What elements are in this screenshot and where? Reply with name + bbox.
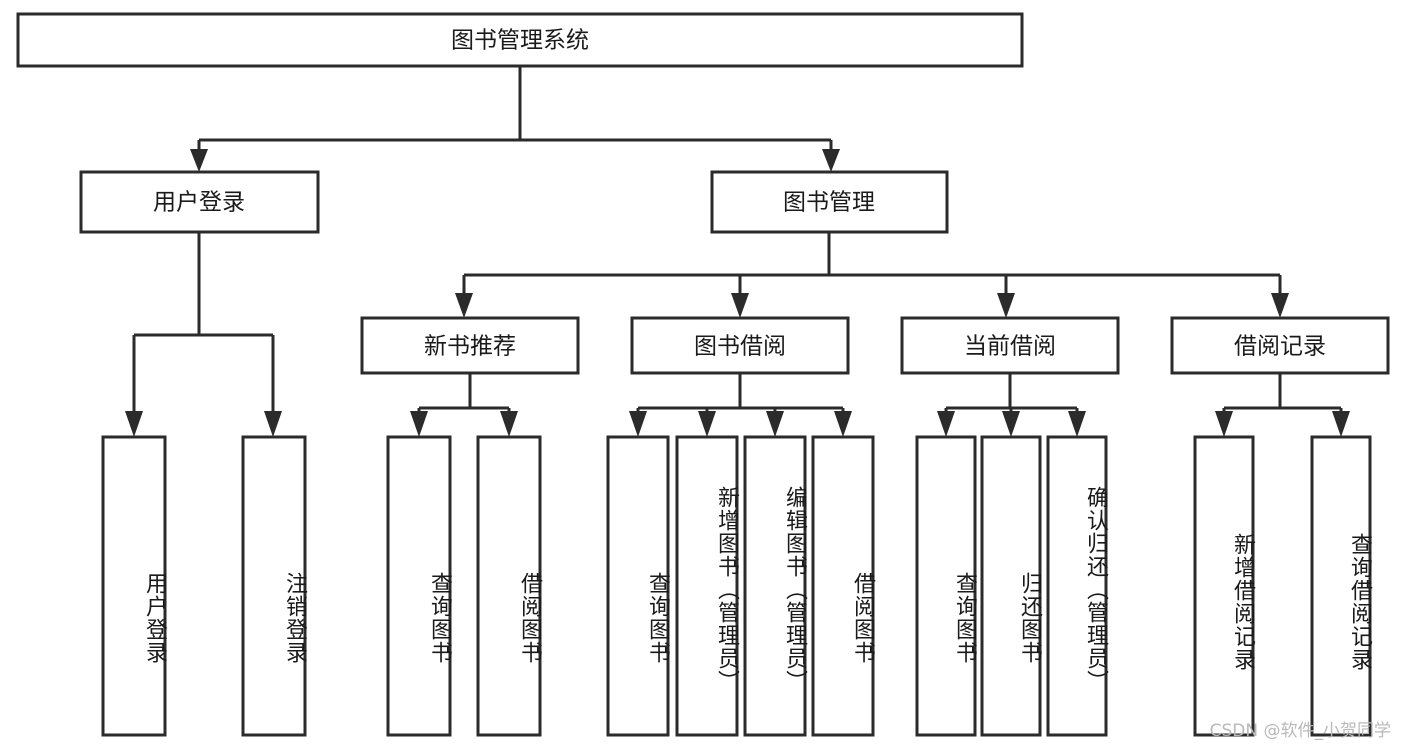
arrow-head-book-borrow xyxy=(731,293,749,318)
arrow-head-leaf-borrow-book-nbr xyxy=(500,411,518,437)
node-root-label: 图书管理系统 xyxy=(451,28,589,54)
arrow-head-new-book-recommend xyxy=(455,293,473,318)
node-new-book-recommend-rect[interactable] xyxy=(360,316,580,375)
node-root-rect[interactable] xyxy=(16,12,1024,68)
node-leaf-borrow-book-bb-rect[interactable] xyxy=(811,435,875,737)
arrow-head-leaf-query-book-bb xyxy=(629,411,647,437)
leaf-rects xyxy=(101,435,1372,737)
arrow-head-leaf-query-record xyxy=(1332,411,1350,437)
arrow-head-leaf-query-book-nbr xyxy=(410,411,428,437)
arrow-head-leaf-edit-book xyxy=(766,411,784,437)
node-leaf-edit-book-rect[interactable] xyxy=(743,435,807,737)
connector-group-current-borrow xyxy=(937,373,1086,437)
arrow-head-leaf-query-book-cb xyxy=(937,411,955,437)
node-borrow-record-label: 借阅记录 xyxy=(1234,334,1326,360)
arrow-head-borrow-record xyxy=(1271,293,1289,318)
node-borrow-record[interactable]: 借阅记录 xyxy=(1170,316,1390,375)
node-leaf-query-book-cb-rect[interactable] xyxy=(915,435,977,737)
connector-group-book-borrow xyxy=(629,373,852,437)
node-current-borrow[interactable]: 当前借阅 xyxy=(900,316,1120,375)
node-leaf-add-record-rect[interactable] xyxy=(1193,435,1255,737)
node-root[interactable]: 图书管理系统 xyxy=(16,12,1024,68)
connector-group-root xyxy=(190,66,840,172)
arrow-head-leaf-logout xyxy=(264,411,282,437)
node-new-book-recommend-label: 新书推荐 xyxy=(424,334,516,360)
node-current-borrow-rect[interactable] xyxy=(900,316,1120,375)
node-book-manage[interactable]: 图书管理 xyxy=(710,170,949,234)
node-leaf-return-book-rect[interactable] xyxy=(980,435,1042,737)
connector-group-book-manage xyxy=(455,232,1289,318)
node-user-login-rect[interactable] xyxy=(79,170,320,234)
node-current-borrow-label: 当前借阅 xyxy=(964,334,1056,360)
node-leaf-user-login-rect[interactable] xyxy=(101,435,167,737)
node-leaf-confirm-return-rect[interactable] xyxy=(1046,435,1108,737)
arrow-head-leaf-user-login xyxy=(125,411,143,437)
arrow-head-book-manage xyxy=(822,149,840,172)
arrow-head-user-login xyxy=(190,149,208,172)
connector-group-borrow-record xyxy=(1215,373,1350,437)
arrow-head-current-borrow xyxy=(997,293,1015,318)
node-leaf-query-book-nbr-rect[interactable] xyxy=(386,435,452,737)
node-borrow-record-rect[interactable] xyxy=(1170,316,1390,375)
node-new-book-recommend[interactable]: 新书推荐 xyxy=(360,316,580,375)
arrow-head-leaf-return-book xyxy=(1002,411,1020,437)
node-leaf-query-book-bb-rect[interactable] xyxy=(606,435,670,737)
arrow-head-leaf-add-book xyxy=(698,411,716,437)
arrow-head-leaf-add-record xyxy=(1215,411,1233,437)
node-user-login[interactable]: 用户登录 xyxy=(79,170,320,234)
connector-group-user-login xyxy=(125,232,282,437)
watermark-text: CSDN @软件_小贺同学 xyxy=(1209,721,1391,741)
node-book-manage-label: 图书管理 xyxy=(783,190,875,216)
node-leaf-query-record-rect[interactable] xyxy=(1310,435,1372,737)
node-leaf-borrow-book-nbr-rect[interactable] xyxy=(476,435,542,737)
arrow-head-leaf-borrow-book-bb xyxy=(834,411,852,437)
connector-group-new-book-recommend xyxy=(410,373,518,437)
node-leaf-add-book-rect[interactable] xyxy=(675,435,739,737)
node-book-borrow-label: 图书借阅 xyxy=(694,334,786,360)
node-leaf-logout-rect[interactable] xyxy=(241,435,307,737)
node-book-manage-rect[interactable] xyxy=(710,170,949,234)
node-book-borrow-rect[interactable] xyxy=(630,316,850,375)
node-book-borrow[interactable]: 图书借阅 xyxy=(630,316,850,375)
node-user-login-label: 用户登录 xyxy=(153,190,245,216)
arrow-head-leaf-confirm-return xyxy=(1068,411,1086,437)
